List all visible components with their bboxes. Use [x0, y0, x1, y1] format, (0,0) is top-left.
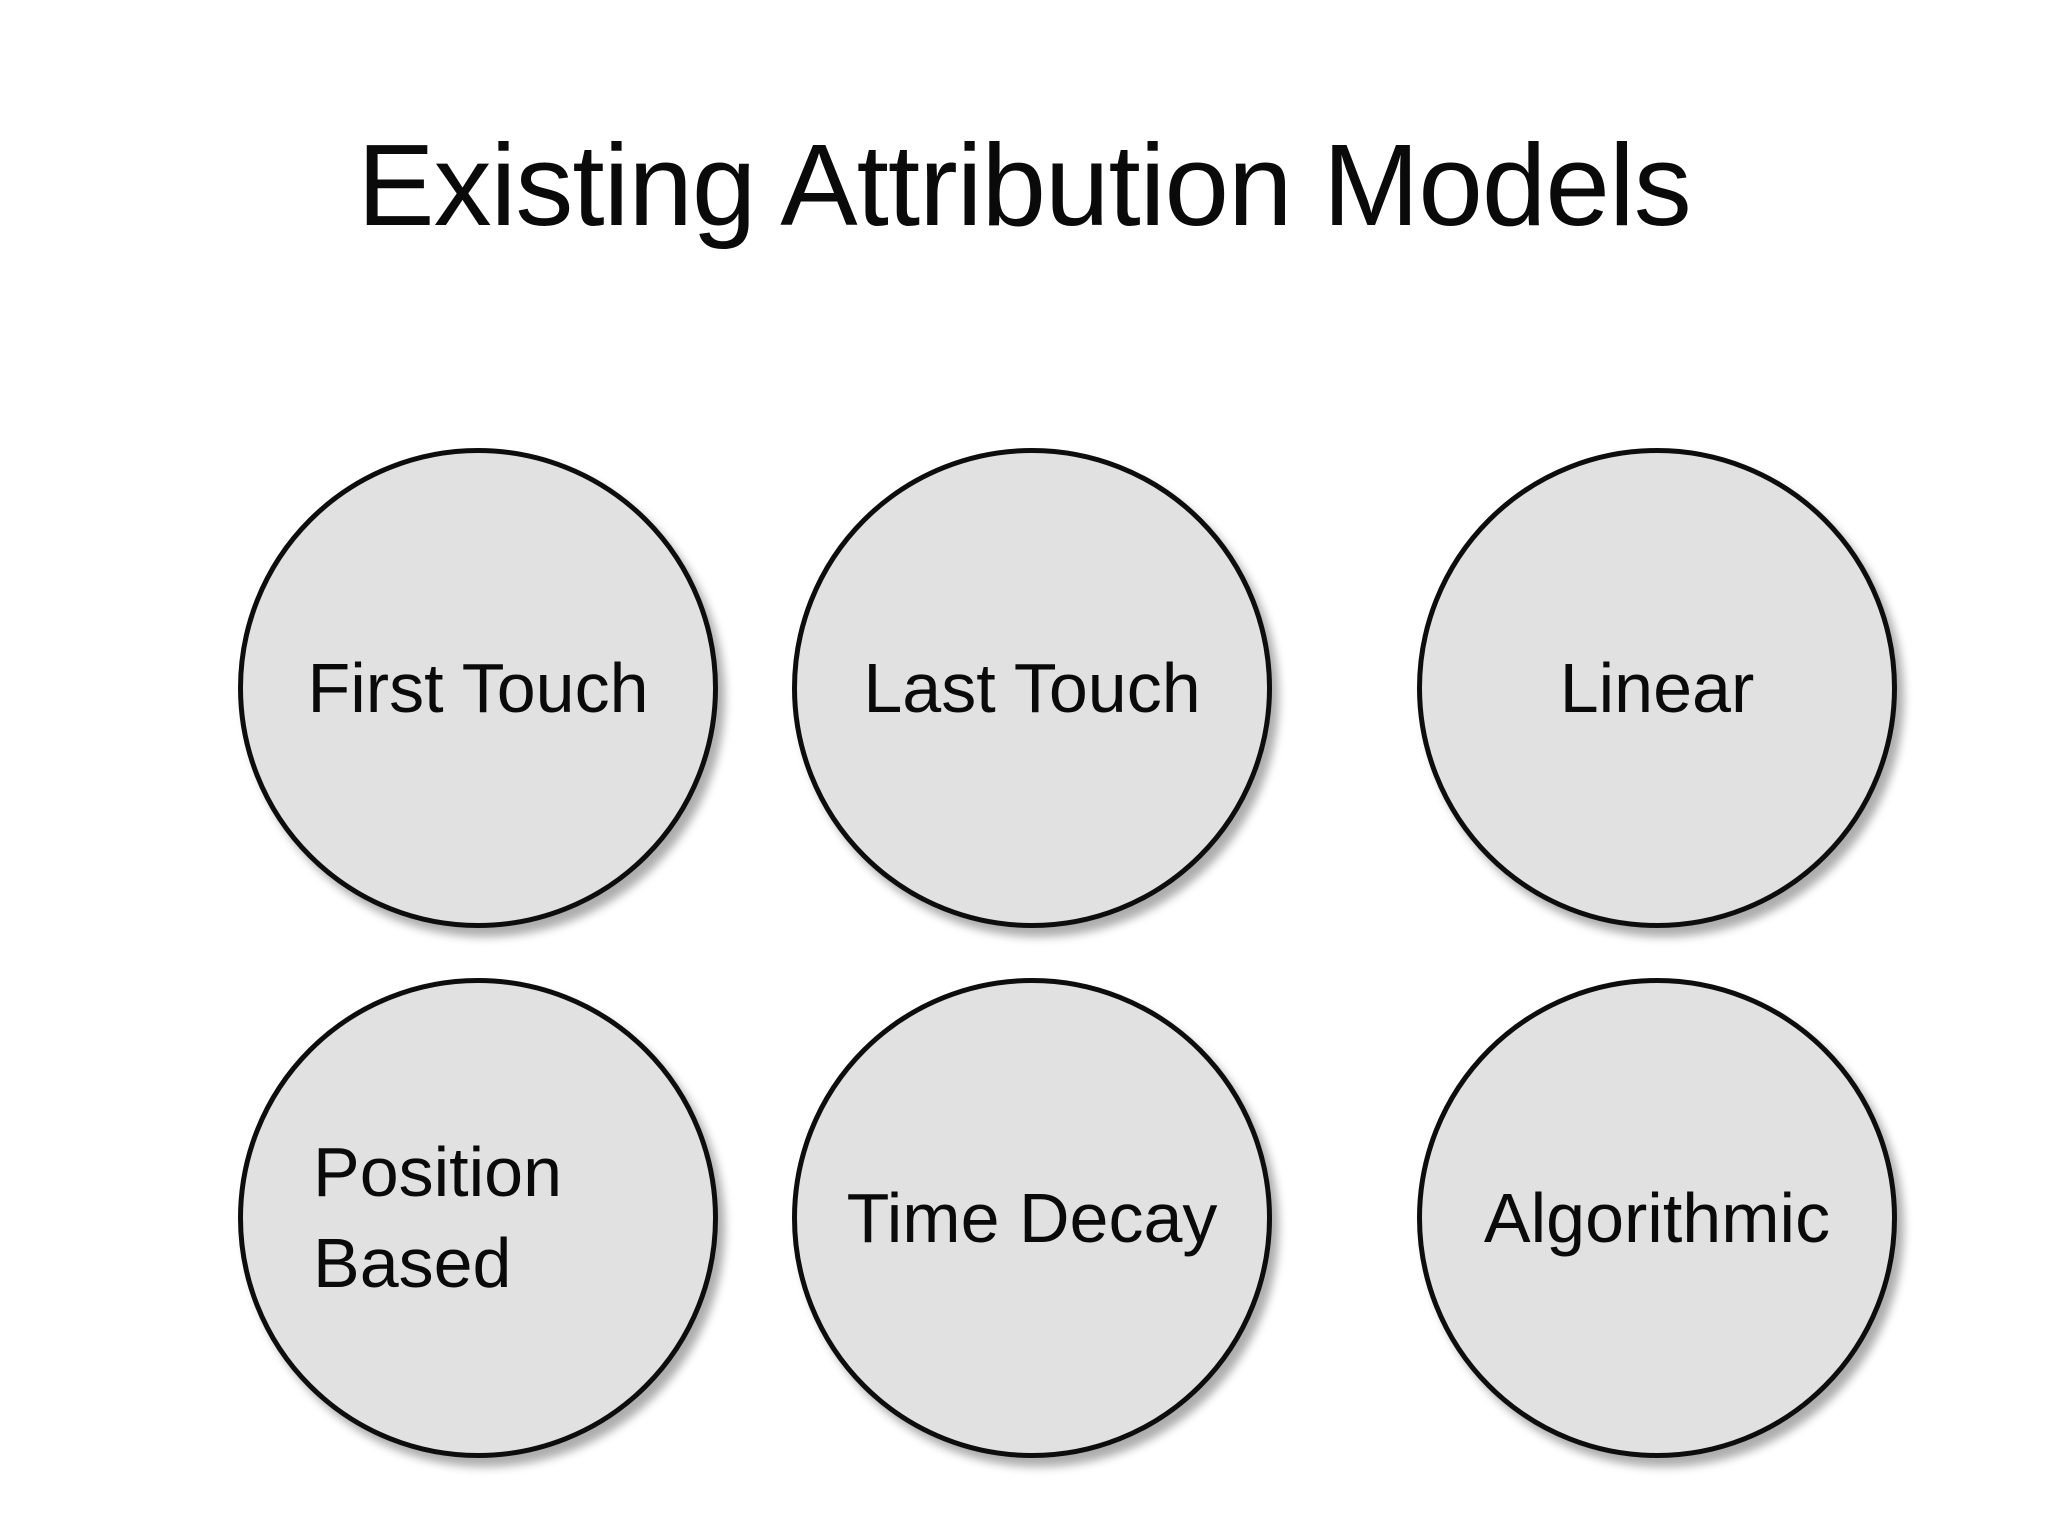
- model-label-position-based: Position Based: [313, 1133, 563, 1302]
- model-label-first-touch: First Touch: [307, 648, 649, 727]
- model-label-time-decay: Time Decay: [846, 1178, 1218, 1257]
- model-circle-time-decay: Time Decay: [792, 978, 1272, 1458]
- model-circle-position-based: Position Based: [238, 978, 718, 1458]
- model-label-last-touch: Last Touch: [863, 648, 1201, 727]
- model-label-algorithmic: Algorithmic: [1483, 1178, 1831, 1257]
- model-label-linear: Linear: [1559, 648, 1755, 727]
- model-circle-first-touch: First Touch: [238, 448, 718, 928]
- model-circle-last-touch: Last Touch: [792, 448, 1272, 928]
- slide-title: Existing Attribution Models: [357, 120, 1691, 250]
- model-circle-algorithmic: Algorithmic: [1417, 978, 1897, 1458]
- model-circle-linear: Linear: [1417, 448, 1897, 928]
